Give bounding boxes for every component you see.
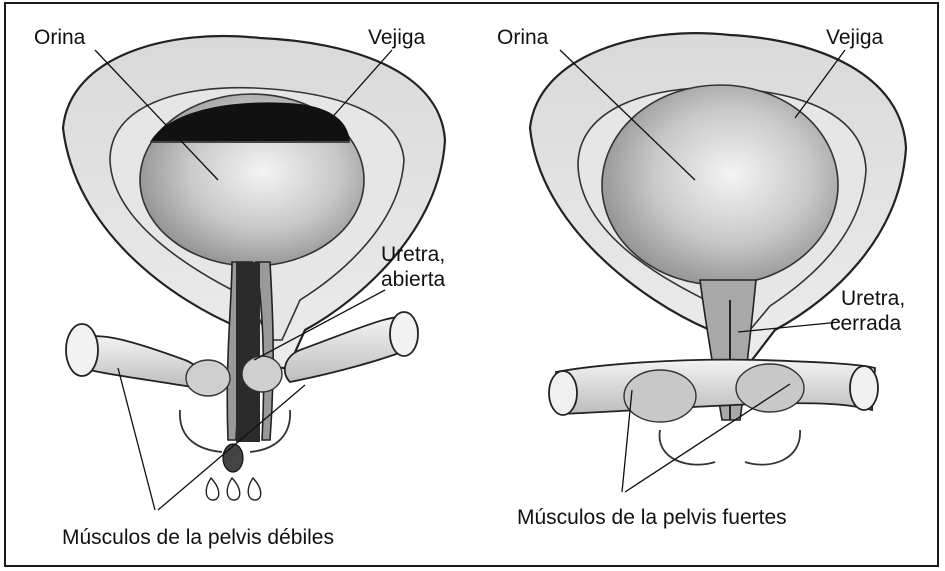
- right-muscle-knot-right: [736, 364, 804, 412]
- left-leak-drop-1: [206, 478, 219, 500]
- right-urine-label: Orina: [497, 26, 548, 50]
- left-muscle-knot-right: [242, 356, 282, 392]
- right-urethra-label-line1: Uretra,: [841, 287, 905, 311]
- right-bladder-label: Vejiga: [826, 26, 883, 50]
- left-leak-drop-main: [223, 444, 243, 472]
- left-bone-end-left: [66, 324, 98, 376]
- left-muscles-label: Músculos de la pelvis débiles: [62, 526, 334, 550]
- left-urethra-label-line2: abierta: [381, 268, 445, 292]
- left-leak-drop-2: [227, 478, 240, 500]
- right-bladder-drawing: [530, 33, 906, 465]
- left-bone-end-right: [390, 312, 418, 356]
- left-urethra-label-line1: Uretra,: [381, 243, 445, 267]
- left-muscle-knot-left: [186, 360, 230, 396]
- left-leak-drop-3: [248, 478, 261, 500]
- right-pubic-structure: [660, 430, 801, 465]
- right-muscles-label: Músculos de la pelvis fuertes: [517, 506, 787, 530]
- left-bladder-label: Vejiga: [368, 26, 425, 50]
- right-urethra-label-line2: cerrada: [830, 312, 901, 336]
- right-bar-end-left: [549, 371, 577, 415]
- right-urine-ball: [602, 85, 838, 285]
- right-pelvic-bar: [556, 360, 875, 414]
- right-muscle-knot-left: [624, 370, 696, 422]
- left-urine-label: Orina: [34, 26, 85, 50]
- right-bar-end-right: [850, 366, 878, 410]
- leader-left-muscle-a: [118, 368, 155, 510]
